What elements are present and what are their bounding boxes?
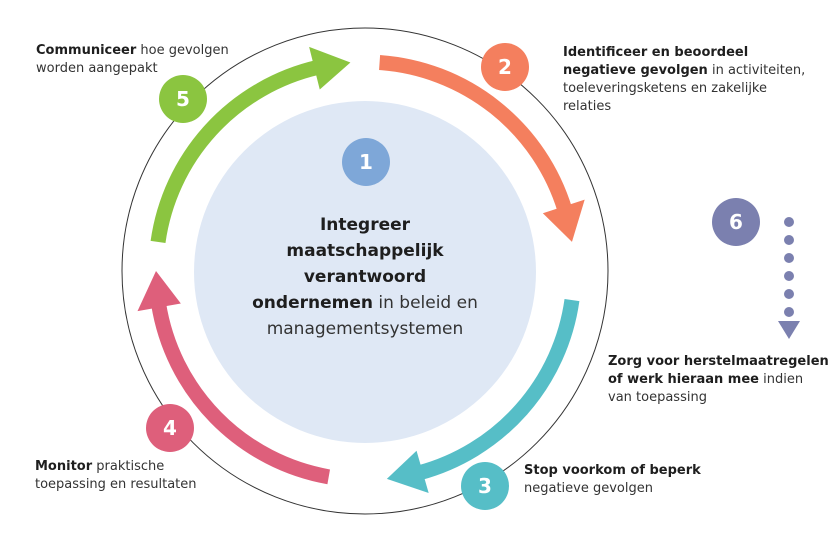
label-text: van toepassing <box>608 390 707 405</box>
label-text: relaties <box>563 99 612 114</box>
label-line: Communiceer hoe gevolgen <box>36 42 229 60</box>
outer-ring <box>121 27 609 515</box>
step5-arrow-body <box>150 60 320 243</box>
badge-circle <box>481 43 529 91</box>
dot <box>784 217 794 227</box>
badge-circle <box>461 462 509 510</box>
step6-dotted-arrow <box>778 217 800 339</box>
label-line: managementsystemen <box>235 316 495 342</box>
label-bold: maatschappelijk <box>286 241 444 261</box>
step2-arrow-body <box>379 55 573 213</box>
step4-badge: 4 <box>146 404 194 452</box>
step4-arrow-body <box>151 302 331 485</box>
center-circle <box>194 101 536 443</box>
step3-arrow-head <box>386 450 429 494</box>
badge-number: 6 <box>729 210 743 234</box>
label-text: hoe gevolgen <box>136 43 229 58</box>
label-text: indien <box>758 372 804 387</box>
dot <box>784 253 794 263</box>
step6-badge: 6 <box>712 198 760 246</box>
label-line: Zorg voor herstelmaatregelen <box>608 353 829 371</box>
label-bold: Communiceer <box>36 43 137 58</box>
label-bold: Identificeer en beoordeel <box>563 45 749 60</box>
dot <box>784 271 794 281</box>
label-line: ondernemen in beleid en <box>235 290 495 316</box>
label-bold: Monitor <box>35 459 93 474</box>
label-line: of werk hieraan mee indien <box>608 371 829 389</box>
step3-arrow <box>386 299 580 494</box>
label-line: negatieve gevolgen in activiteiten, <box>563 62 805 80</box>
step2-label: Identificeer en beoordeel negatieve gevol… <box>563 44 805 116</box>
label-line: Monitor praktische <box>35 458 197 476</box>
step6-label: Zorg voor herstelmaatregelen of werk hier… <box>608 353 829 407</box>
label-text: worden aangepakt <box>36 61 158 76</box>
step5-arrow-head <box>309 46 351 90</box>
label-bold: of werk hieraan mee <box>608 372 759 387</box>
step2-arrow <box>379 55 585 242</box>
label-line: relaties <box>563 98 805 116</box>
step1-text: Integreer maatschappelijk verantwoord onder… <box>235 212 495 342</box>
label-text: toepassing en resultaten <box>35 477 197 492</box>
label-line: toepassing en resultaten <box>35 476 197 494</box>
dot <box>784 307 794 317</box>
down-arrow-icon <box>778 321 800 339</box>
label-text: praktische <box>92 459 165 474</box>
badge-number: 4 <box>163 416 177 440</box>
badge-circle <box>342 138 390 186</box>
label-line: maatschappelijk <box>235 238 495 264</box>
label-line: Stop voorkom of beperk <box>524 462 701 480</box>
badge-number: 2 <box>498 55 512 79</box>
step4-arrow-head <box>137 271 181 312</box>
label-bold: Integreer <box>319 215 411 235</box>
badge-circle <box>712 198 760 246</box>
label-bold: Zorg voor herstelmaatregelen <box>608 354 829 369</box>
label-line: Identificeer en beoordeel <box>563 44 805 62</box>
label-text: managementsystemen <box>266 319 464 339</box>
badge-circle <box>159 75 207 123</box>
label-bold: negatieve gevolgen <box>563 63 708 78</box>
step3-badge: 3 <box>461 462 509 510</box>
step5-badge: 5 <box>159 75 207 123</box>
label-bold: verantwoord <box>303 267 427 287</box>
badge-number: 1 <box>359 150 373 174</box>
dot <box>784 289 794 299</box>
label-line: toeleveringsketens en zakelijke <box>563 80 805 98</box>
label-line: van toepassing <box>608 389 829 407</box>
label-text: in beleid en <box>372 293 478 313</box>
badge-circle <box>146 404 194 452</box>
step1-badge: 1 <box>342 138 390 186</box>
label-line: verantwoord <box>235 264 495 290</box>
label-bold: Stop voorkom of beperk <box>524 463 701 478</box>
label-text: in activiteiten, <box>707 63 806 78</box>
badge-number: 5 <box>176 87 190 111</box>
label-text: toeleveringsketens en zakelijke <box>563 81 767 96</box>
label-line: negatieve gevolgen <box>524 480 701 498</box>
dot <box>784 235 794 245</box>
label-text: negatieve gevolgen <box>524 481 653 496</box>
label-line: worden aangepakt <box>36 60 229 78</box>
step2-badge: 2 <box>481 43 529 91</box>
step3-arrow-body <box>417 299 580 481</box>
badge-number: 3 <box>478 474 492 498</box>
label-line: Integreer <box>235 212 495 238</box>
label-bold: ondernemen <box>252 293 373 313</box>
step4-arrow <box>137 271 331 485</box>
step3-label: Stop voorkom of beperk negatieve gevolgen <box>524 462 701 498</box>
step5-arrow <box>150 46 351 243</box>
step2-arrow-head <box>542 199 585 242</box>
